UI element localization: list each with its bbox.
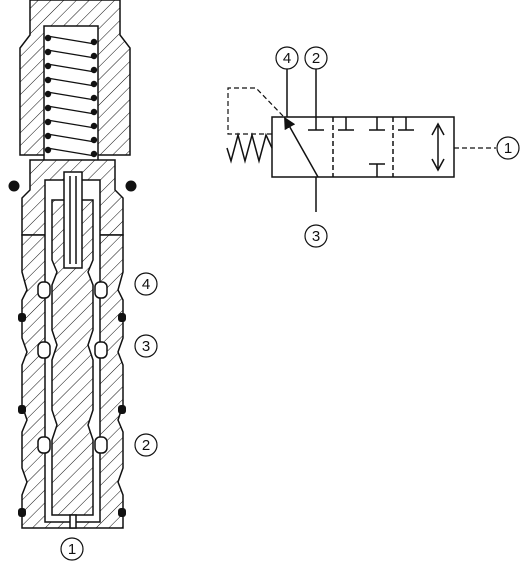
valve-symbol	[226, 65, 496, 212]
symbol-callout-port-3: 3	[304, 224, 328, 248]
symbol-port-1-label: 1	[504, 140, 512, 157]
cartridge-port-2-label: 2	[142, 437, 150, 454]
port-windows	[37, 281, 108, 454]
cartridge-port-4-label: 4	[142, 276, 150, 293]
symbol-port-4-label: 4	[283, 50, 291, 67]
spring-coil-ends	[44, 34, 98, 158]
cartridge-callout-port-1: 1	[60, 537, 84, 561]
cartridge-port-callouts: 4 3 2 1	[60, 272, 158, 561]
cartridge-callout-port-4: 4	[134, 272, 158, 296]
symbol-port-callouts: 4 2 3 1	[275, 46, 520, 248]
symbol-callout-port-4: 4	[275, 46, 299, 70]
symbol-port-2-label: 2	[312, 50, 320, 67]
symbol-spring	[226, 132, 273, 164]
pilot-pin	[63, 171, 83, 269]
bottom-orifice	[69, 514, 77, 529]
symbol-callout-port-1: 1	[496, 136, 520, 160]
cartridge-callout-port-3: 3	[134, 334, 158, 358]
cartridge-port-3-label: 3	[142, 338, 150, 355]
o-rings-main	[8, 180, 137, 192]
left-flow-arrow	[284, 116, 319, 178]
symbol-callout-port-2: 2	[304, 46, 328, 70]
cartridge-section	[8, 0, 137, 529]
spool	[51, 199, 94, 516]
o-rings-small	[18, 313, 126, 517]
cartridge-callout-port-2: 2	[134, 433, 158, 457]
pilot-line	[227, 87, 284, 135]
symbol-envelope	[271, 116, 455, 178]
symbol-port-3-label: 3	[312, 228, 320, 245]
spring	[46, 35, 96, 157]
cartridge-port-1-label: 1	[68, 541, 76, 558]
